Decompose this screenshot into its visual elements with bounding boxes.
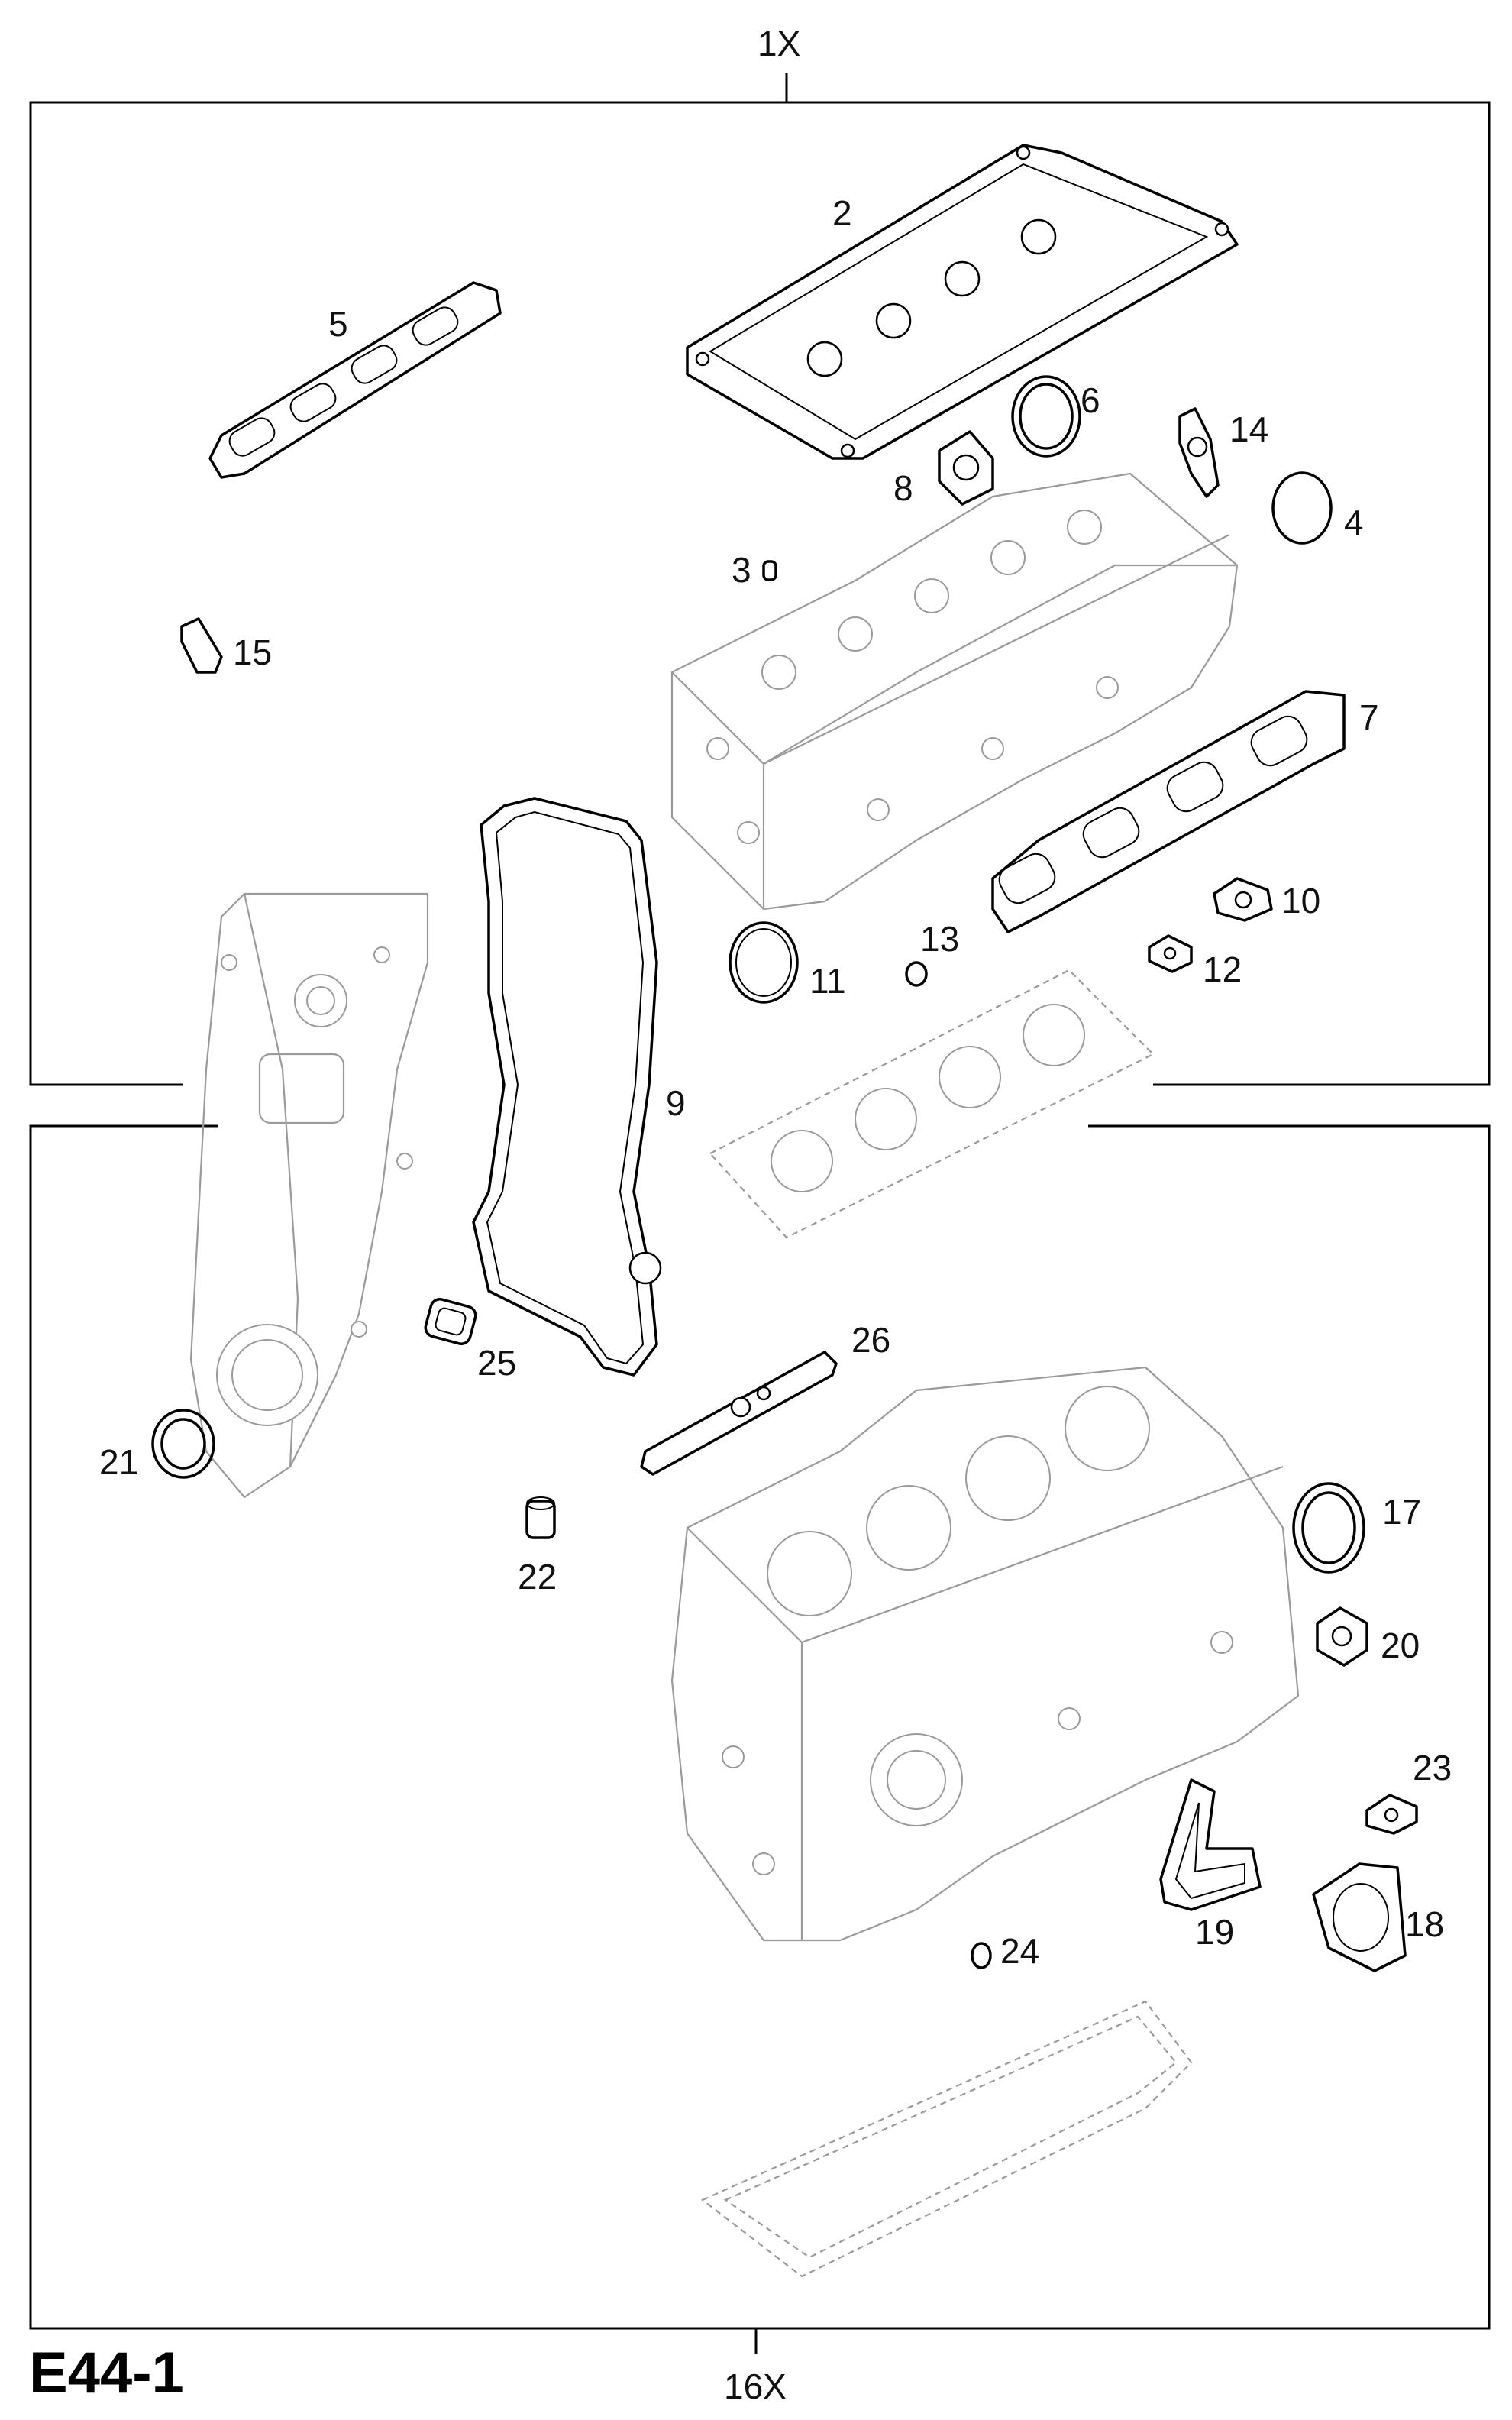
head-gasket-outline <box>709 969 1155 1239</box>
part-8-gasket <box>938 430 994 506</box>
callout-11: 11 <box>809 961 846 1001</box>
callout-14: 14 <box>1229 409 1268 449</box>
callout-3: 3 <box>732 550 751 590</box>
part-24-o-ring <box>971 1942 992 1969</box>
callout-20: 20 <box>1381 1626 1420 1665</box>
part-25-gasket <box>424 1298 477 1345</box>
lower-kit-frame <box>29 1124 1491 2354</box>
callout-24: 24 <box>1000 1931 1039 1971</box>
callout-21: 21 <box>99 1442 138 1482</box>
callout-19: 19 <box>1195 1912 1234 1952</box>
callout-5: 5 <box>328 304 348 344</box>
timing-cover-outline <box>189 892 429 1499</box>
part-17-rear-seal <box>1292 1482 1365 1574</box>
callout-18: 18 <box>1405 1904 1444 1944</box>
kit-label-top: 1X <box>758 24 800 63</box>
part-12-gasket <box>1148 934 1193 973</box>
part-20-gasket <box>1316 1606 1368 1667</box>
part-3-plug <box>762 560 777 581</box>
callout-10: 10 <box>1281 881 1320 920</box>
callout-7: 7 <box>1359 697 1379 737</box>
callout-15: 15 <box>233 632 272 672</box>
callout-25: 25 <box>477 1343 516 1383</box>
callout-13: 13 <box>920 919 959 959</box>
part-26-gasket <box>640 1351 838 1476</box>
cylinder-head-outline <box>670 472 1239 911</box>
part-2-valve-cover-gasket <box>686 144 1239 460</box>
part-6-seal-ring <box>1011 375 1081 458</box>
part-7-exhaust-manifold-gasket <box>991 690 1346 933</box>
part-5-intake-manifold-gasket <box>208 281 502 479</box>
callout-2: 2 <box>832 193 852 233</box>
part-19-gasket <box>1159 1778 1262 1911</box>
callout-26: 26 <box>851 1320 890 1360</box>
callout-12: 12 <box>1203 950 1242 989</box>
engine-block-outline <box>670 1366 1300 1942</box>
part-18-gasket <box>1312 1862 1407 1972</box>
upper-kit-frame <box>29 73 1491 1086</box>
callout-9: 9 <box>666 1083 686 1123</box>
callout-4: 4 <box>1344 503 1364 542</box>
part-10-gasket <box>1213 877 1273 922</box>
callout-6: 6 <box>1081 380 1100 420</box>
callout-22: 22 <box>518 1557 557 1597</box>
callout-8: 8 <box>893 468 913 508</box>
part-21-crankshaft-seal <box>151 1409 215 1479</box>
part-9-timing-cover-gasket <box>472 797 662 1377</box>
callout-23: 23 <box>1413 1748 1452 1787</box>
part-23-gasket <box>1365 1794 1418 1835</box>
kit-label-bottom: 16X <box>724 2367 787 2406</box>
part-22-valve-stem-seal <box>525 1496 556 1539</box>
part-4-o-ring <box>1271 471 1333 545</box>
part-11-seal-ring <box>729 921 799 1004</box>
callout-17: 17 <box>1382 1492 1421 1532</box>
part-15-gasket <box>180 617 223 674</box>
part-13-o-ring <box>905 961 928 987</box>
oil-pan-gasket-outline <box>700 2000 1193 2278</box>
diagram-code: E44-1 <box>29 2341 184 2405</box>
part-14-gasket <box>1178 407 1220 498</box>
